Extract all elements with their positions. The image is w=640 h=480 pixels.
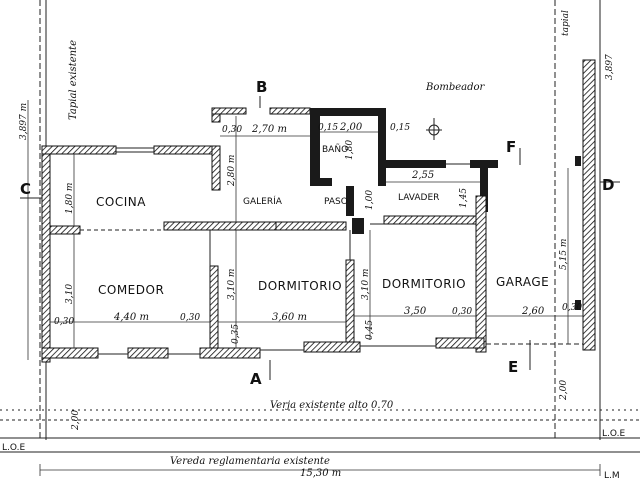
label-tapial-right: tapial <box>561 10 571 36</box>
room-dormitorio-2: DORMITORIO <box>382 277 466 291</box>
label-vereda: Vereda reglamentaria existente <box>170 456 330 467</box>
room-paso: PASO <box>324 197 348 207</box>
dim-350: 3,50 <box>404 306 427 317</box>
walls <box>41 107 581 363</box>
room-cocina: COCINA <box>96 195 146 209</box>
dim-3897-right: 3,897 <box>605 54 615 80</box>
right-tapial-wall <box>582 59 596 351</box>
label-bombeador: Bombeador <box>425 82 486 93</box>
label-loe-right: L.O.E <box>602 429 625 439</box>
label-tapial-left: Tapial existente <box>68 40 79 120</box>
dim-030-c: 0,30 <box>452 307 472 317</box>
axis-label-a: A <box>250 370 262 388</box>
dim-030-b: 0,30 <box>180 313 200 323</box>
axis-label-c: C <box>20 180 31 198</box>
room-lavadero: LAVADER <box>398 193 439 203</box>
dim-180-bano: 1,80 <box>345 140 355 160</box>
dim-360: 3,60 m <box>272 312 307 323</box>
dim-200: 2,00 <box>339 122 363 133</box>
dim-015-a: 0,15 <box>318 123 338 133</box>
axis-label-b: B <box>256 78 267 96</box>
room-garage: GARAGE <box>496 275 549 289</box>
label-lm: L.M <box>604 471 620 480</box>
dim-515: 5,15 m <box>559 239 569 270</box>
dim-310-dorm1: 3,10 m <box>227 269 237 300</box>
dim-200-front: 2,00 <box>71 410 81 431</box>
label-verja: Verja existente alto 0.70 <box>270 400 394 411</box>
dim-260: 2,60 <box>521 306 545 317</box>
dim-180-cocina: 1,80 m <box>65 183 75 214</box>
dim-255: 2,55 <box>411 170 434 181</box>
bombeador-symbol <box>426 118 442 140</box>
dim-3897: 3,897 m <box>19 103 29 140</box>
axis-label-d: D <box>602 176 614 194</box>
axis-markers <box>20 96 620 380</box>
dim-045: 0,45 <box>365 320 375 340</box>
dim-1530: 15,30 m <box>300 468 341 479</box>
annotations: Bombeador Tapial existente tapial Verja … <box>2 10 625 480</box>
dim-030-d: 0,30 <box>562 303 582 313</box>
dim-035: 0,35 <box>231 324 241 344</box>
dim-030-a: 0,30 <box>222 125 242 135</box>
room-galeria: GALERÍA <box>243 195 283 207</box>
dimension-lines <box>27 100 583 360</box>
dim-310-dorm2: 3,10 m <box>361 269 371 300</box>
axis-label-e: E <box>508 358 518 376</box>
room-comedor: COMEDOR <box>98 283 164 297</box>
room-labels: COCINA COMEDOR GALERÍA PASO LAVADER BAÑO… <box>96 144 549 297</box>
dim-280: 2,80 m <box>227 155 237 187</box>
dim-100: 1,00 <box>365 190 375 210</box>
dim-200-right: 2,00 <box>559 380 569 401</box>
dim-030-e: 0,30 <box>54 317 74 327</box>
dim-440: 4,40 m <box>113 312 149 323</box>
dim-310-comedor: 3,10 <box>65 284 75 304</box>
room-bano: BAÑO <box>322 144 348 155</box>
doors-openings <box>80 163 583 355</box>
axis-labels: A B C D E F <box>20 78 614 388</box>
room-dormitorio-1: DORMITORIO <box>258 279 342 293</box>
axis-label-f: F <box>506 138 516 156</box>
dimension-texts: 2,70 m 2,00 2,55 4,40 m 3,60 m 3,50 2,60… <box>19 54 615 479</box>
dim-270: 2,70 m <box>251 124 287 135</box>
dim-015-b: 0,15 <box>390 123 410 133</box>
dim-145: 1,45 <box>459 188 469 208</box>
label-loe-left: L.O.E <box>2 443 25 453</box>
